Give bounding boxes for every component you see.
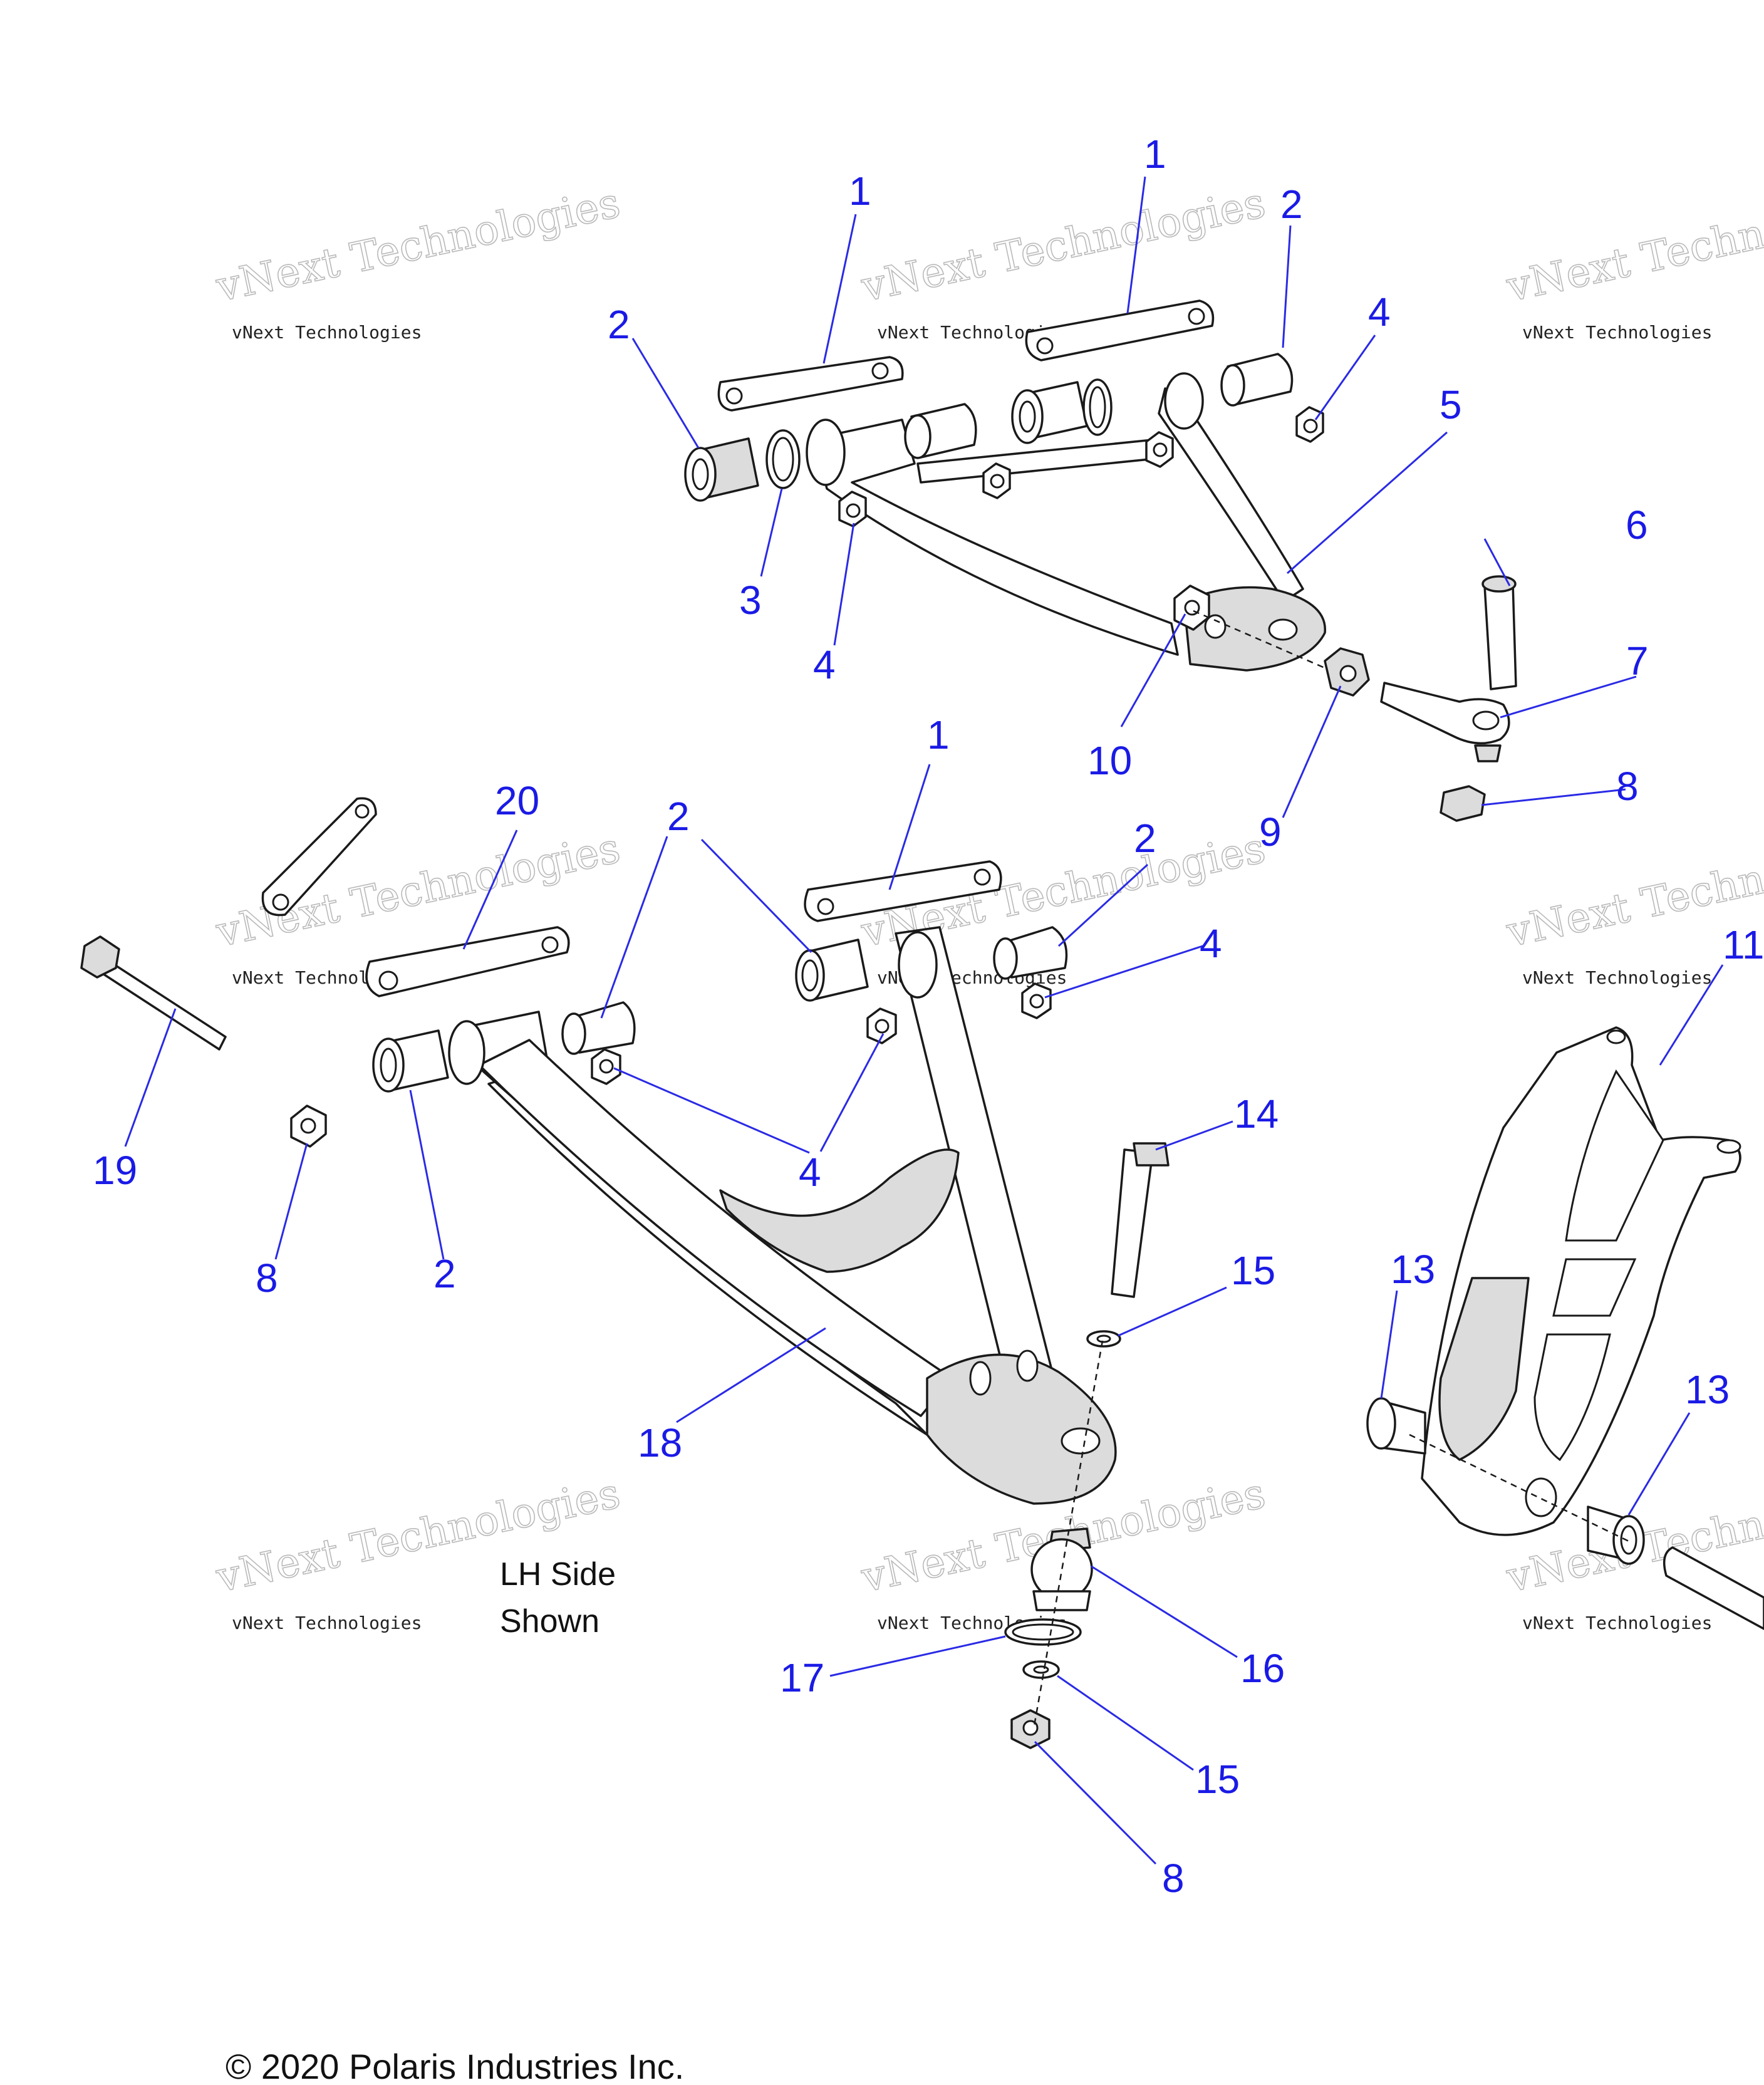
retaining-ring-part-17 — [1004, 1618, 1082, 1646]
tie-rod-end-part-7 — [1380, 682, 1510, 762]
knuckle-axis-line — [1409, 1433, 1629, 1542]
leader-lines — [124, 176, 1724, 1865]
bushing-part-2 — [1220, 353, 1294, 407]
lower-a-arm-part-18 — [448, 926, 1117, 1505]
callout-18: 18 — [638, 1420, 682, 1465]
watermark-small: vNext Technologies — [232, 1613, 422, 1633]
nut-part-8 — [1440, 785, 1486, 822]
callout-14: 14 — [1234, 1091, 1279, 1136]
watermark-large: vNext Technologies — [1502, 179, 1764, 311]
callout-19: 19 — [93, 1148, 137, 1193]
callout-4: 4 — [1200, 921, 1222, 966]
upper-a-arm-part-5 — [806, 372, 1326, 672]
o-ring-part-3 — [765, 429, 801, 489]
bushing-part-2 — [1011, 381, 1088, 444]
nut-part-4 — [1295, 406, 1324, 443]
ball-joint-axis-line — [1032, 1340, 1104, 1730]
callout-9: 9 — [1259, 809, 1282, 855]
callout-2: 2 — [1280, 182, 1303, 227]
callout-17: 17 — [780, 1655, 824, 1700]
upper-arm-assembly — [684, 299, 1517, 822]
watermark-large: vNext Technologies — [212, 179, 624, 311]
callout-4: 4 — [813, 642, 836, 687]
callout-16: 16 — [1240, 1646, 1285, 1691]
washer-part-15 — [1022, 1660, 1060, 1679]
nut-part-4 — [1021, 982, 1052, 1019]
nut-part-4 — [1145, 431, 1174, 468]
side-note: LH Side Shown — [500, 1556, 616, 1640]
callout-20: 20 — [495, 778, 539, 823]
nut-part-9 — [1324, 647, 1370, 697]
bushing-part-2 — [684, 437, 759, 502]
bushing-part-2 — [993, 926, 1068, 980]
callout-15: 15 — [1231, 1248, 1275, 1293]
callout-4: 4 — [1368, 289, 1391, 335]
callout-2: 2 — [1134, 816, 1156, 861]
callout-10: 10 — [1087, 738, 1132, 783]
pivot-shaft-part-1 — [1025, 299, 1215, 361]
callout-1: 1 — [927, 712, 950, 757]
bolt-part-6 — [1481, 575, 1517, 690]
watermark-small: vNext Technologies — [1522, 967, 1712, 988]
bushing-part-2 — [372, 1029, 449, 1093]
nut-part-4 — [982, 462, 1011, 499]
copyright-text: © 2020 Polaris Industries Inc. — [226, 2047, 684, 2085]
callout-labels: 1 1 2 2 4 5 3 4 6 7 10 9 8 1 20 2 2 4 11… — [93, 132, 1764, 1901]
callout-1: 1 — [1144, 132, 1166, 177]
washer-part-15 — [1086, 1330, 1121, 1348]
callout-2: 2 — [608, 302, 630, 347]
ball-joint-part-16 — [1030, 1527, 1093, 1611]
pivot-shaft-part-1 — [804, 860, 1002, 922]
watermark-small: vNext Technologies — [1522, 1613, 1712, 1633]
note-line-2: Shown — [500, 1603, 599, 1640]
note-line-1: LH Side — [500, 1556, 616, 1593]
bolt-part-14 — [1111, 1142, 1170, 1298]
lower-arm-assembly — [80, 797, 1170, 1749]
nut-part-4 — [838, 491, 867, 528]
pivot-shaft-part-1 — [717, 356, 904, 412]
callout-13: 13 — [1391, 1247, 1435, 1292]
bushing-part-2 — [904, 403, 977, 459]
link-part-20 — [365, 926, 570, 997]
o-ring-part-3 — [1082, 378, 1113, 436]
watermark: vNext Technologies vNext Technologies — [1502, 178, 1764, 343]
callout-2: 2 — [667, 794, 690, 839]
callout-6: 6 — [1626, 502, 1648, 548]
nut-part-8 — [1010, 1709, 1051, 1749]
callout-15: 15 — [1195, 1757, 1240, 1802]
steering-knuckle-part-11 — [1421, 1026, 1741, 1536]
bushing-part-13 — [1587, 1505, 1645, 1565]
bushing-part-2 — [795, 939, 869, 1002]
callout-3: 3 — [739, 578, 762, 623]
callout-2: 2 — [433, 1251, 456, 1296]
watermark: vNext Technologies vNext Technologies — [211, 823, 625, 988]
nut-part-4 — [591, 1048, 621, 1085]
bolt-part-19 — [80, 935, 227, 1051]
link-part-20 — [261, 797, 377, 917]
callout-11: 11 — [1723, 922, 1764, 967]
watermark: vNext Technologies vNext Technologies — [211, 178, 625, 343]
nut-part-4 — [866, 1007, 897, 1044]
callout-5: 5 — [1440, 382, 1462, 427]
nut-part-8 — [290, 1105, 327, 1148]
pivot-shaft-part-1 — [1663, 1546, 1764, 1630]
callout-4: 4 — [799, 1150, 821, 1195]
knuckle-assembly — [1366, 1026, 1764, 1630]
bushing-part-13 — [1366, 1397, 1426, 1455]
watermark-small: vNext Technologies — [1522, 322, 1712, 343]
watermark-small: vNext Technologies — [232, 322, 422, 343]
callout-8: 8 — [1616, 764, 1639, 809]
callout-1: 1 — [849, 169, 871, 214]
callout-8: 8 — [1162, 1856, 1185, 1901]
bushing-part-2 — [561, 1001, 636, 1055]
callout-7: 7 — [1626, 638, 1649, 684]
callout-13: 13 — [1685, 1367, 1730, 1412]
callout-8: 8 — [256, 1256, 278, 1301]
watermark-large: vNext Technologies — [857, 179, 1269, 311]
